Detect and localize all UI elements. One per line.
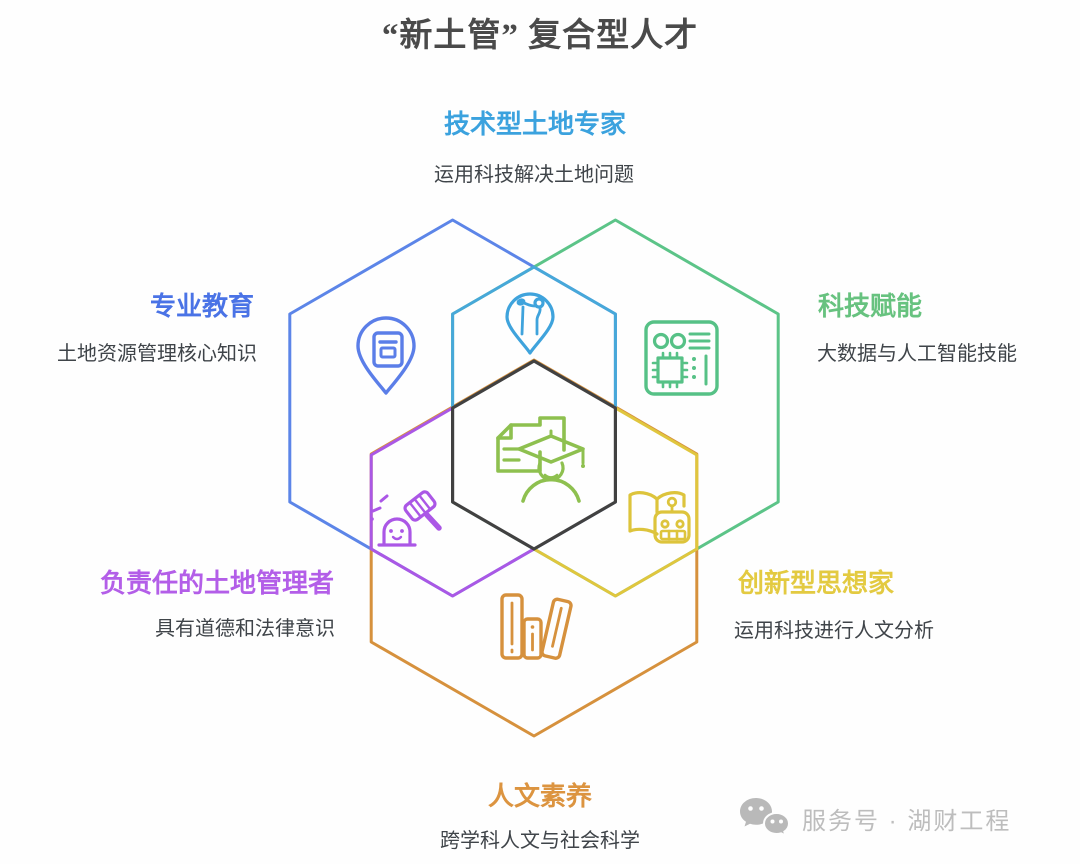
label-professional-education: 专业教育 [149, 291, 255, 321]
wechat-icon [740, 798, 791, 838]
book-robot-icon [628, 491, 691, 544]
desc-professional-education: 土地资源管理核心知识 [57, 343, 257, 365]
book-pin-icon [356, 316, 416, 395]
label-responsible-land-manager: 负责任的土地管理者 [99, 568, 335, 598]
label-tech-empowerment: 科技赋能 [817, 291, 923, 321]
bookshelf-icon [500, 593, 573, 660]
circuit-board-icon [644, 320, 719, 396]
graduate-document-icon [496, 416, 585, 503]
surveyor-pin-icon [505, 292, 555, 355]
desc-tech-land-expert: 运用科技解决土地问题 [434, 164, 634, 186]
gavel-character-icon [370, 490, 442, 547]
label-tech-land-expert: 技术型土地专家 [443, 109, 627, 139]
watermark-label: 服务号 · 湖财工程 [802, 807, 1012, 835]
desc-tech-empowerment: 大数据与人工智能技能 [817, 343, 1017, 365]
desc-innovative-thinker: 运用科技进行人文分析 [734, 620, 934, 642]
desc-responsible-land-manager: 具有道德和法律意识 [155, 618, 335, 640]
watermark: 服务号 · 湖财工程 [738, 795, 1011, 841]
label-humanistic-literacy: 人文素养 [487, 781, 593, 811]
desc-humanistic-literacy: 跨学科人文与社会科学 [440, 830, 640, 852]
page-title: “新土管” 复合型人才 [381, 18, 699, 54]
label-innovative-thinker: 创新型思想家 [737, 568, 895, 598]
